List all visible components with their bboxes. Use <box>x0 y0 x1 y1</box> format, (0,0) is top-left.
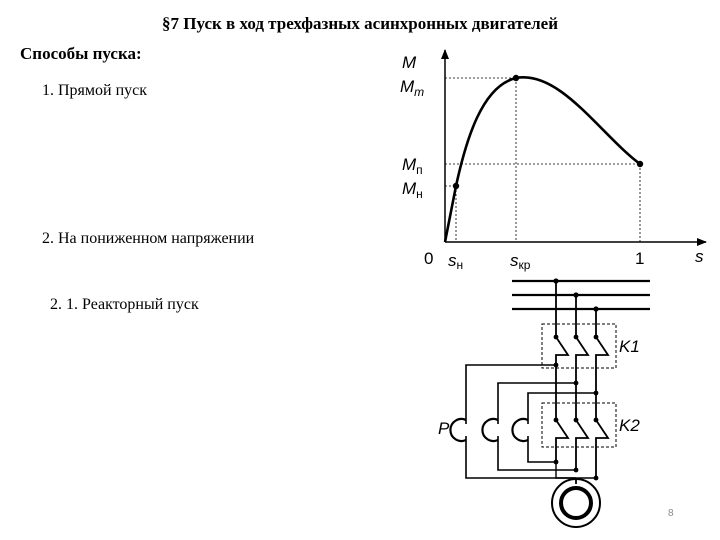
reactor-coil-a <box>449 417 467 443</box>
origin-label: 0 <box>424 249 433 268</box>
label-k2: K2 <box>619 416 640 435</box>
label-m-max: Mm <box>400 77 424 99</box>
label-k1: K1 <box>619 337 640 356</box>
slide-subtitle: Способы пуска: <box>20 44 142 63</box>
torque-curve <box>443 76 641 243</box>
x-axis-label: s <box>695 247 704 266</box>
reactor-start-circuit: K1 K2 P <box>438 278 650 528</box>
label-m-nom: Mн <box>402 179 423 201</box>
node <box>573 334 579 340</box>
contactor-k2-box <box>541 402 617 448</box>
node <box>553 417 559 423</box>
point-start-torque <box>636 160 644 168</box>
node <box>593 334 599 340</box>
torque-slip-graph: M Mm Mп Mн 0 sн sкр 1 s <box>400 49 707 272</box>
method-reduced-voltage: 2. На пониженном напряжении <box>42 230 255 247</box>
tick-label-one: 1 <box>635 249 644 268</box>
reactor-coil-c <box>511 417 529 443</box>
phase-lines <box>555 281 610 478</box>
reactor-coil-b <box>481 417 499 443</box>
point-nominal <box>452 182 460 190</box>
reactor-wiring <box>465 364 596 479</box>
label-reactor: P <box>438 419 450 438</box>
motor-outer-ring <box>551 478 601 528</box>
node <box>553 334 559 340</box>
label-m-start: Mп <box>402 155 423 177</box>
label-s-nom: sн <box>448 251 463 272</box>
node <box>593 417 599 423</box>
motor-inner-ring <box>559 486 593 520</box>
point-max-torque <box>512 74 520 82</box>
method-reactor-start: 2. 1. Реакторный пуск <box>50 296 199 313</box>
y-axis-label: M <box>402 53 417 72</box>
contactor-k1-box <box>541 323 617 369</box>
page-number: 8 <box>668 508 674 519</box>
method-direct-start: 1. Прямой пуск <box>42 82 148 99</box>
node <box>573 417 579 423</box>
motor-lead <box>555 462 576 479</box>
label-s-crit: sкр <box>510 251 531 272</box>
slide-title: §7 Пуск в ход трехфазных асинхронных дви… <box>162 14 558 33</box>
